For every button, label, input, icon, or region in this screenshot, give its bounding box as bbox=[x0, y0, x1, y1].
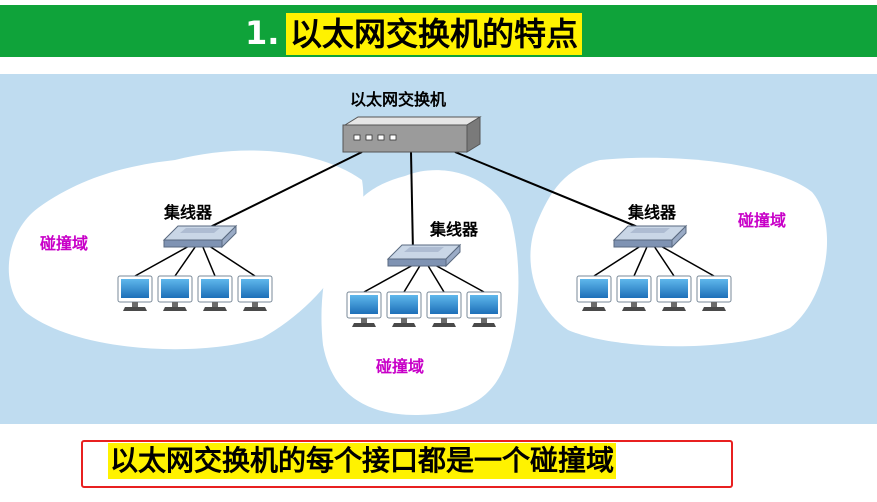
hub-icon bbox=[163, 225, 237, 248]
collision-domain-right bbox=[530, 157, 828, 347]
hub-icon bbox=[387, 244, 461, 267]
collision-domain-label: 碰撞域 bbox=[376, 357, 425, 376]
hub-label: 集线器 bbox=[628, 203, 677, 222]
hub-label: 集线器 bbox=[430, 220, 479, 239]
collision-domain-label: 碰撞域 bbox=[738, 211, 787, 230]
hub-icon bbox=[613, 225, 687, 248]
switch-label: 以太网交换机 bbox=[350, 90, 447, 109]
page-title: 以太网交换机的特点 bbox=[286, 13, 583, 55]
statement-box bbox=[81, 440, 733, 488]
collision-domain-label: 碰撞域 bbox=[40, 234, 89, 253]
switch-icon bbox=[342, 116, 482, 153]
title-bar: 1. 以太网交换机的特点 bbox=[0, 5, 877, 57]
collision-domain-left bbox=[8, 150, 364, 350]
hub-label: 集线器 bbox=[164, 203, 213, 222]
statement-text: 以太网交换机的每个接口都是一个碰撞域 bbox=[108, 443, 617, 479]
title-number: 1. bbox=[245, 14, 280, 52]
